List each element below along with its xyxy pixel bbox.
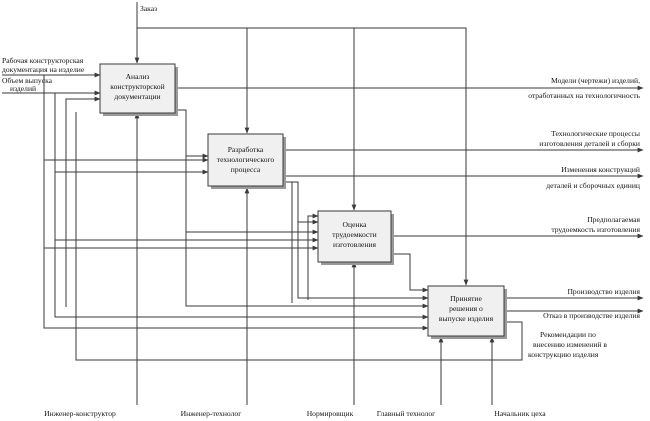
- box-decision-line-3: выпуске изделия: [439, 314, 494, 323]
- connections: [2, 2, 644, 405]
- box-labor-estimate: Оценка трудоемкости изготовления: [317, 210, 394, 265]
- shop-manager-label: Начальник цеха: [494, 409, 546, 418]
- design-docs-to-decision: [43, 248, 429, 331]
- recommendations-line: [75, 320, 523, 361]
- tech-to-decision: [297, 222, 429, 301]
- box-release-decision: Принятие решения о выпуске изделия: [427, 285, 507, 339]
- production-label: Производство изделия: [567, 287, 640, 296]
- box-decision-line-1: Принятие: [450, 294, 482, 303]
- box-estimate-line-3: изготовления: [333, 240, 376, 249]
- models-label-2: отработанных на технологичность: [528, 91, 640, 100]
- chief-technologist-label: Главный технолог: [377, 409, 436, 418]
- box-decision-line-2: решения о: [449, 304, 483, 313]
- volume-to-decision: [54, 240, 429, 320]
- tech-processes-label-2: изготовления деталей и сборки: [539, 139, 640, 148]
- volume-label-2: изделий: [10, 84, 36, 93]
- box-tech-line-3: процесса: [231, 165, 261, 174]
- design-docs-label-2: документация на изделие: [2, 65, 85, 74]
- estimate-feedback: [307, 213, 319, 300]
- feedback-loop-1: [65, 96, 101, 307]
- expected-labor-label-2: трудоемкость изготовления: [551, 225, 640, 234]
- output-labels: Модели (чертежи) изделий, отработанных н…: [528, 76, 640, 320]
- design-changes-label-2: деталей и сборочных единиц: [546, 181, 640, 190]
- order-label: Заказ: [140, 4, 157, 13]
- tech-processes-label-1: Технологические процессы: [551, 129, 640, 138]
- analysis-to-decision: [185, 232, 429, 309]
- box-analysis: Анализ конструкторской документации: [99, 63, 178, 116]
- estimate-to-decision: [394, 253, 429, 293]
- box-analysis-line-3: документации: [114, 92, 160, 101]
- box-estimate-line-2: трудоемкости: [332, 230, 376, 239]
- design-changes-label-1: Изменения конструкций: [561, 165, 640, 174]
- rate-setter-label: Нормировщик: [307, 409, 354, 418]
- process-engineer-label: Инженер-технолог: [181, 409, 242, 418]
- recommendations-labels: Рекомендации по внесению изменений в кон…: [528, 330, 607, 359]
- analysis-to-tech: [175, 109, 209, 159]
- box-tech-line-1: Разработка: [228, 145, 264, 154]
- box-tech-line-2: технологического: [217, 155, 275, 164]
- design-docs-label-1: Рабочая конструкторская: [2, 56, 84, 65]
- mechanism-labels: Инженер-конструктор Инженер-технолог Нор…: [44, 409, 546, 418]
- box-tech-process: Разработка технологического процесса: [207, 133, 286, 189]
- refusal-label: Отказ в производстве изделия: [543, 311, 640, 320]
- box-estimate-line-1: Оценка: [343, 220, 368, 229]
- expected-labor-label-1: Предполагаемая: [587, 215, 640, 224]
- recommendations-label-2: внесению изменений в: [533, 340, 607, 349]
- design-engineer-label: Инженер-конструктор: [44, 409, 116, 418]
- models-label-1: Модели (чертежи) изделий,: [551, 76, 640, 85]
- recommendations-label-1: Рекомендации по: [540, 330, 596, 339]
- recommendations-label-3: конструкцию изделия: [528, 350, 599, 359]
- volume-label-1: Объем выпуска: [2, 76, 53, 85]
- box-analysis-line-1: Анализ: [126, 72, 150, 81]
- box-analysis-line-2: конструкторской: [110, 82, 164, 91]
